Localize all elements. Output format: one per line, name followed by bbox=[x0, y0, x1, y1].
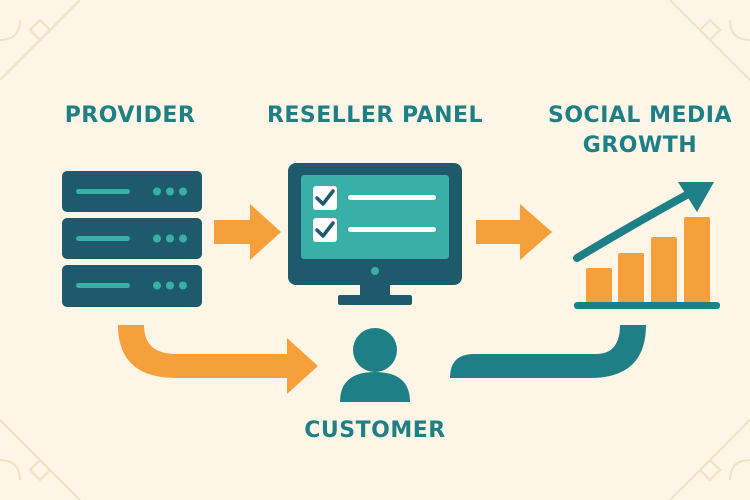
server-unit-2 bbox=[62, 218, 202, 259]
social-media-label-line2: GROWTH bbox=[582, 133, 698, 158]
customer-label: CUSTOMER bbox=[304, 418, 446, 443]
social-media-growth-label: SOCIAL MEDIA GROWTH bbox=[540, 101, 740, 161]
arrow-reseller-to-growth bbox=[476, 204, 552, 260]
decor-top-left-ornament bbox=[0, 0, 81, 81]
social-media-label-line1: SOCIAL MEDIA bbox=[548, 103, 732, 128]
server-unit-1 bbox=[62, 171, 202, 212]
user-icon bbox=[340, 328, 410, 402]
growth-bar-chart-icon bbox=[573, 182, 720, 309]
monitor-checklist-icon bbox=[288, 163, 462, 305]
decor-top-right-ornament bbox=[669, 0, 750, 81]
server-stack-icon bbox=[62, 171, 202, 307]
server-unit-3 bbox=[62, 265, 202, 307]
decor-bottom-right-ornament bbox=[669, 419, 750, 500]
decor-bottom-left-ornament bbox=[0, 419, 81, 500]
arrow-provider-to-customer bbox=[118, 325, 318, 394]
provider-label: PROVIDER bbox=[64, 103, 196, 128]
checkmark-icon-1 bbox=[315, 189, 335, 206]
reseller-panel-label: RESELLER PANEL bbox=[266, 103, 484, 128]
growth-arrow-icon bbox=[573, 188, 696, 262]
checkmark-icon-2 bbox=[315, 221, 335, 238]
arrow-provider-to-reseller bbox=[214, 204, 281, 260]
arrow-customer-to-growth bbox=[450, 325, 646, 378]
